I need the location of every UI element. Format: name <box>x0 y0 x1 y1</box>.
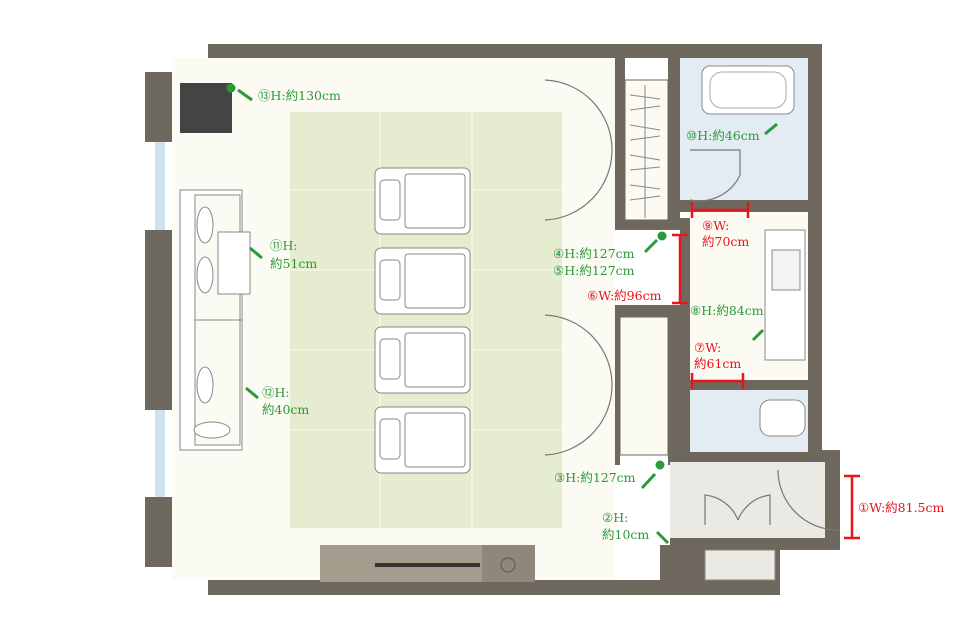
bed <box>374 406 471 474</box>
closet-lower <box>619 316 669 456</box>
tv <box>375 563 480 567</box>
label-12b: 約40cm <box>262 402 309 417</box>
cabinet <box>180 83 232 133</box>
label-9a: ⑨W: <box>702 218 729 233</box>
label-2a: ②H: <box>602 510 628 525</box>
window <box>155 410 165 497</box>
side-table <box>217 231 251 295</box>
label-6: ⑥W:約96cm <box>587 288 662 303</box>
label-8: ⑧H:約84cm <box>690 303 764 318</box>
label-5: ⑤H:約127cm <box>553 263 635 278</box>
doors <box>544 79 839 531</box>
toilet <box>759 399 806 437</box>
label-11b: 約51cm <box>270 256 317 271</box>
beds <box>374 167 471 474</box>
pointer-arrows <box>237 88 778 545</box>
label-3: ③H:約127cm <box>554 470 636 485</box>
bed <box>374 167 471 235</box>
label-7b: 約61cm <box>694 356 741 371</box>
label-10: ⑩H:約46cm <box>686 128 760 143</box>
window <box>155 142 165 230</box>
label-1: ①W:約81.5cm <box>858 500 945 515</box>
label-13: ⑬H:約130cm <box>258 88 341 103</box>
shoe-cabinet <box>704 549 776 581</box>
label-9b: 約70cm <box>702 234 749 249</box>
label-7a: ⑦W: <box>694 340 721 355</box>
bed <box>374 326 471 394</box>
label-12a: ⑫H: <box>262 385 290 400</box>
sofa <box>179 189 243 451</box>
closet-upper <box>624 79 669 221</box>
label-2b: 約10cm <box>602 527 649 542</box>
bed <box>374 247 471 315</box>
dimension-lines <box>672 202 860 540</box>
entrance <box>670 462 825 538</box>
measure-points <box>226 83 667 470</box>
label-4: ④H:約127cm <box>553 246 635 261</box>
label-11a: ⑪H: <box>270 238 298 253</box>
